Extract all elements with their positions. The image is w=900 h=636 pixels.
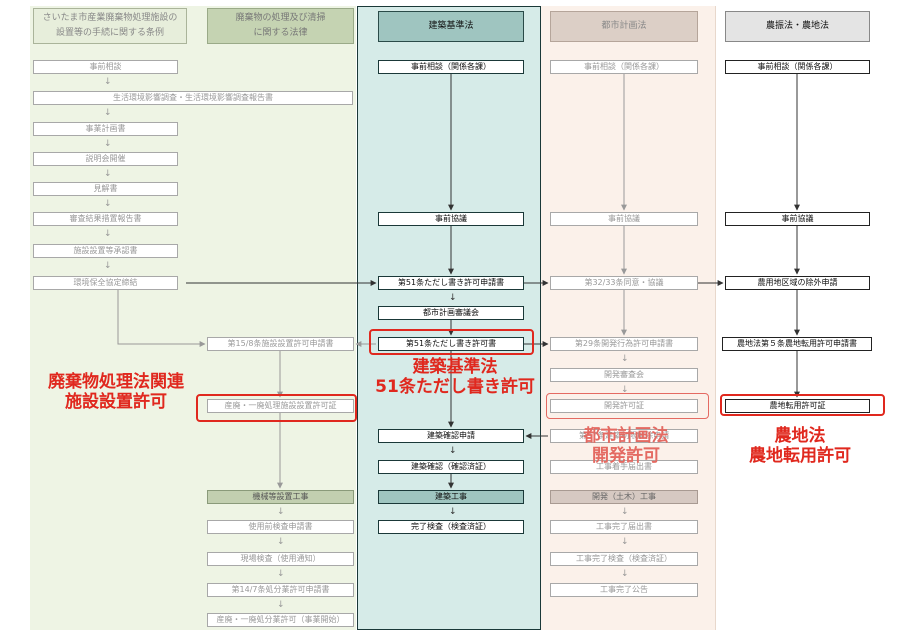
label-toshi-line1: 都市計画法 bbox=[583, 426, 669, 446]
saitama-step: 事業計画書 bbox=[33, 122, 178, 136]
down-arrow-icon: ↓ bbox=[104, 199, 112, 209]
haiki-step: 機械等設置工事 bbox=[207, 490, 354, 504]
toshi-step: 開発（土木）工事 bbox=[550, 490, 698, 504]
down-arrow-icon: ↓ bbox=[449, 293, 457, 303]
haiki-step: 産廃・一廃処理施設設置許可証 bbox=[207, 399, 354, 413]
label-haiki: 廃棄物処理法関連 施設設置許可 bbox=[36, 372, 196, 412]
header-toshi: 都市計画法 bbox=[550, 11, 698, 42]
header-kenchiku: 建築基準法 bbox=[378, 11, 524, 42]
down-arrow-icon: ↓ bbox=[621, 385, 629, 395]
down-arrow-icon: ↓ bbox=[104, 77, 112, 87]
toshi-step: 第37条建築制限解除申請 bbox=[550, 429, 698, 443]
kenchiku-step: 完了検査（検査済証） bbox=[378, 520, 524, 534]
saitama-step: 見解書 bbox=[33, 182, 178, 196]
down-arrow-icon: ↓ bbox=[277, 569, 285, 579]
label-nouchi: 農地法 農地転用許可 bbox=[730, 426, 870, 466]
down-arrow-icon: ↓ bbox=[277, 600, 285, 610]
kenchiku-step: 事前相談（関係各課） bbox=[378, 60, 524, 74]
header-saitama-line2: 設置等の手続に関する条例 bbox=[55, 28, 164, 38]
header-haikibutsu: 廃棄物の処理及び清掃に関する法律 bbox=[207, 8, 354, 44]
toshi-step: 第29条開発行為許可申請書 bbox=[550, 337, 698, 351]
down-arrow-icon: ↓ bbox=[449, 507, 457, 517]
header-toshi-text: 都市計画法 bbox=[601, 21, 647, 31]
down-arrow-icon: ↓ bbox=[277, 507, 285, 517]
highlight-kenchiku-permit bbox=[369, 329, 534, 355]
down-arrow-icon: ↓ bbox=[104, 261, 112, 271]
label-kenchiku-line2: 51条ただし書き許可 bbox=[375, 377, 535, 397]
nouchi-step: 農地転用許可証 bbox=[725, 399, 870, 413]
header-nouchi: 農振法・農地法 bbox=[725, 11, 870, 42]
down-arrow-icon: ↓ bbox=[104, 229, 112, 239]
toshi-step: 工事完了公告 bbox=[550, 583, 698, 597]
toshi-step: 第32/33条同意・協議 bbox=[550, 276, 698, 290]
down-arrow-icon: ↓ bbox=[104, 108, 112, 118]
saitama-step: 審査結果措置報告書 bbox=[33, 212, 178, 226]
header-saitama-line1: さいたま市産業廃棄物処理施設の bbox=[42, 13, 178, 23]
header-haiki-line2: に関する法律 bbox=[253, 28, 308, 38]
nouchi-step: 農地法第５条農地転用許可申請書 bbox=[722, 337, 872, 351]
label-toshi-line2: 開発許可 bbox=[592, 446, 660, 466]
haiki-step: 第15/8条施設設置許可申請書 bbox=[207, 337, 354, 351]
highlight-toshi-permit bbox=[546, 393, 709, 419]
highlight-nouchi-permit bbox=[720, 394, 885, 416]
toshi-step: 工事完了届出書 bbox=[550, 520, 698, 534]
label-kenchiku: 建築基準法 51条ただし書き許可 bbox=[360, 357, 550, 397]
haiki-step: 使用前検査申請書 bbox=[207, 520, 354, 534]
down-arrow-icon: ↓ bbox=[621, 354, 629, 364]
saitama-step: 施設設置等承認書 bbox=[33, 244, 178, 258]
kenchiku-step: 建築確認（確認済証） bbox=[378, 460, 524, 474]
header-saitama: さいたま市産業廃棄物処理施設の設置等の手続に関する条例 bbox=[33, 8, 187, 44]
label-toshi: 都市計画法 開発許可 bbox=[566, 426, 686, 466]
toshi-step: 事前相談（関係各課） bbox=[550, 60, 698, 74]
down-arrow-icon: ↓ bbox=[621, 507, 629, 517]
kenchiku-step: 第51条ただし書き許可申請書 bbox=[378, 276, 524, 290]
label-nouchi-line2: 農地転用許可 bbox=[749, 446, 851, 466]
kenchiku-step: 建築確認申請 bbox=[378, 429, 524, 443]
kenchiku-step: 建築工事 bbox=[378, 490, 524, 504]
nouchi-step: 事前相談（関係各課） bbox=[725, 60, 870, 74]
nouchi-step: 農用地区域の除外申請 bbox=[725, 276, 870, 290]
toshi-step: 工事完了検査（検査済証） bbox=[550, 552, 698, 566]
saitama-step: 環境保全協定締結 bbox=[33, 276, 178, 290]
saitama-step: 事前相談 bbox=[33, 60, 178, 74]
kenchiku-step: 事前協議 bbox=[378, 212, 524, 226]
haiki-step: 現場検査（使用通知） bbox=[207, 552, 354, 566]
saitama-step: 説明会開催 bbox=[33, 152, 178, 166]
label-nouchi-line1: 農地法 bbox=[774, 426, 826, 446]
haiki-step: 第14/7条処分業許可申請書 bbox=[207, 583, 354, 597]
toshi-step: 工事着手届出書 bbox=[550, 460, 698, 474]
toshi-step: 開発許可証 bbox=[550, 399, 698, 413]
nouchi-step: 事前協議 bbox=[725, 212, 870, 226]
down-arrow-icon: ↓ bbox=[449, 446, 457, 456]
down-arrow-icon: ↓ bbox=[277, 537, 285, 547]
down-arrow-icon: ↓ bbox=[104, 169, 112, 179]
toshi-step: 事前協議 bbox=[550, 212, 698, 226]
label-kenchiku-line1: 建築基準法 bbox=[412, 357, 498, 377]
down-arrow-icon: ↓ bbox=[104, 139, 112, 149]
kenchiku-step: 第51条ただし書き許可書 bbox=[378, 337, 524, 351]
saitama-step: 生活環境影響調査・生活環境影響調査報告書 bbox=[33, 91, 353, 105]
label-haiki-line2: 施設設置許可 bbox=[65, 392, 167, 412]
header-kenchiku-text: 建築基準法 bbox=[428, 21, 474, 31]
haiki-step: 産廃・一廃処分業許可（事業開始） bbox=[207, 613, 354, 627]
header-haiki-line1: 廃棄物の処理及び清掃 bbox=[235, 13, 326, 23]
down-arrow-icon: ↓ bbox=[621, 569, 629, 579]
highlight-haiki-permit bbox=[196, 394, 357, 422]
header-nouchi-text: 農振法・農地法 bbox=[765, 21, 829, 31]
down-arrow-icon: ↓ bbox=[621, 537, 629, 547]
kenchiku-step: 都市計画審議会 bbox=[378, 306, 524, 320]
toshi-step: 開発審査会 bbox=[550, 368, 698, 382]
label-haiki-line1: 廃棄物処理法関連 bbox=[48, 372, 184, 392]
